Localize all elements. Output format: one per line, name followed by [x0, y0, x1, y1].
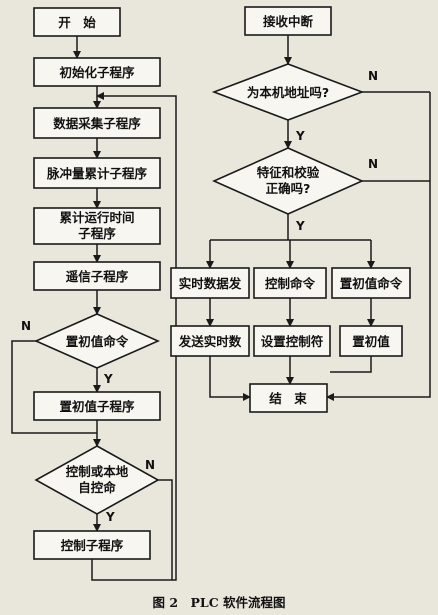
control-label-line2: 自控命 — [78, 480, 116, 495]
set-control-char-box — [253, 325, 331, 357]
send-realtime-label: 发送实时数 — [178, 334, 242, 349]
control-sub-box — [33, 530, 151, 560]
send-realtime-box — [170, 325, 250, 357]
local-addr-label: 为本机地址吗? — [247, 85, 329, 100]
realtime-send-box — [170, 267, 250, 299]
start-label: 开 始 — [58, 15, 96, 30]
no-path-control — [158, 479, 173, 580]
pulse-count-label: 脉冲量累计子程序 — [46, 166, 148, 181]
set-init-sub-label: 置初值子程序 — [59, 399, 135, 414]
arrow-send-end — [209, 356, 251, 401]
checksum-label-line1: 特征和校验 — [257, 165, 320, 180]
set-init-value-label: 置初值 — [352, 334, 390, 349]
data-collect-label: 数据采集子程序 — [52, 116, 141, 131]
checksum-label-line2: 正确吗? — [266, 181, 311, 196]
telecom-box — [33, 261, 161, 291]
init-label: 初始化子程序 — [59, 65, 135, 80]
control-yes-marker: Y — [105, 510, 115, 524]
runtime-label-line1: 累计运行时间 — [59, 210, 134, 225]
data-collect-box — [33, 107, 161, 139]
set-init-cmd-label: 置初值命令 — [66, 334, 129, 349]
local-addr-yes-marker: Y — [295, 129, 305, 143]
checksum-yes-marker: Y — [295, 219, 305, 233]
no-bus-to-end — [326, 92, 431, 401]
runtime-label-line2: 子程序 — [78, 226, 116, 241]
realtime-send-label: 实时数据发 — [179, 276, 242, 291]
start-box — [33, 7, 121, 37]
init-box — [33, 57, 161, 87]
control-sub-label: 控制子程序 — [61, 538, 124, 553]
end-box — [249, 383, 328, 413]
control-cmd-label: 控制命令 — [265, 276, 316, 291]
left-flow: 开 始 初始化子程序 数据采集子程序 脉冲量累计子程序 累计运行时间 子程序 遥… — [11, 7, 177, 581]
set-init-cmd-yes-marker: Y — [103, 372, 113, 386]
set-init-cmd-no-marker: N — [21, 319, 31, 333]
arrow-value-end — [330, 356, 372, 373]
loop-back-arrow — [91, 92, 177, 581]
telecom-label: 遥信子程序 — [66, 269, 129, 284]
figure-caption: 图 2 PLC 软件流程图 — [152, 595, 285, 610]
control-label-line1: 控制或本地 — [66, 464, 129, 479]
local-addr-no-marker: N — [368, 69, 378, 83]
right-flow: 接收中断 为本机地址吗? N Y 特征和校验 正确吗? N Y 实时数据发 控制… — [170, 6, 431, 413]
checksum-no-marker: N — [368, 157, 378, 171]
interrupt-label: 接收中断 — [263, 14, 314, 29]
set-init-cmd-box-label: 置初值命令 — [340, 276, 403, 291]
set-control-char-label: 设置控制符 — [261, 334, 324, 349]
control-no-marker: N — [145, 458, 155, 472]
no-path-set-init — [11, 340, 97, 434]
runtime-box — [33, 207, 161, 245]
interrupt-box — [244, 6, 332, 36]
set-init-value-box — [339, 325, 403, 357]
end-label: 结 束 — [269, 391, 307, 406]
